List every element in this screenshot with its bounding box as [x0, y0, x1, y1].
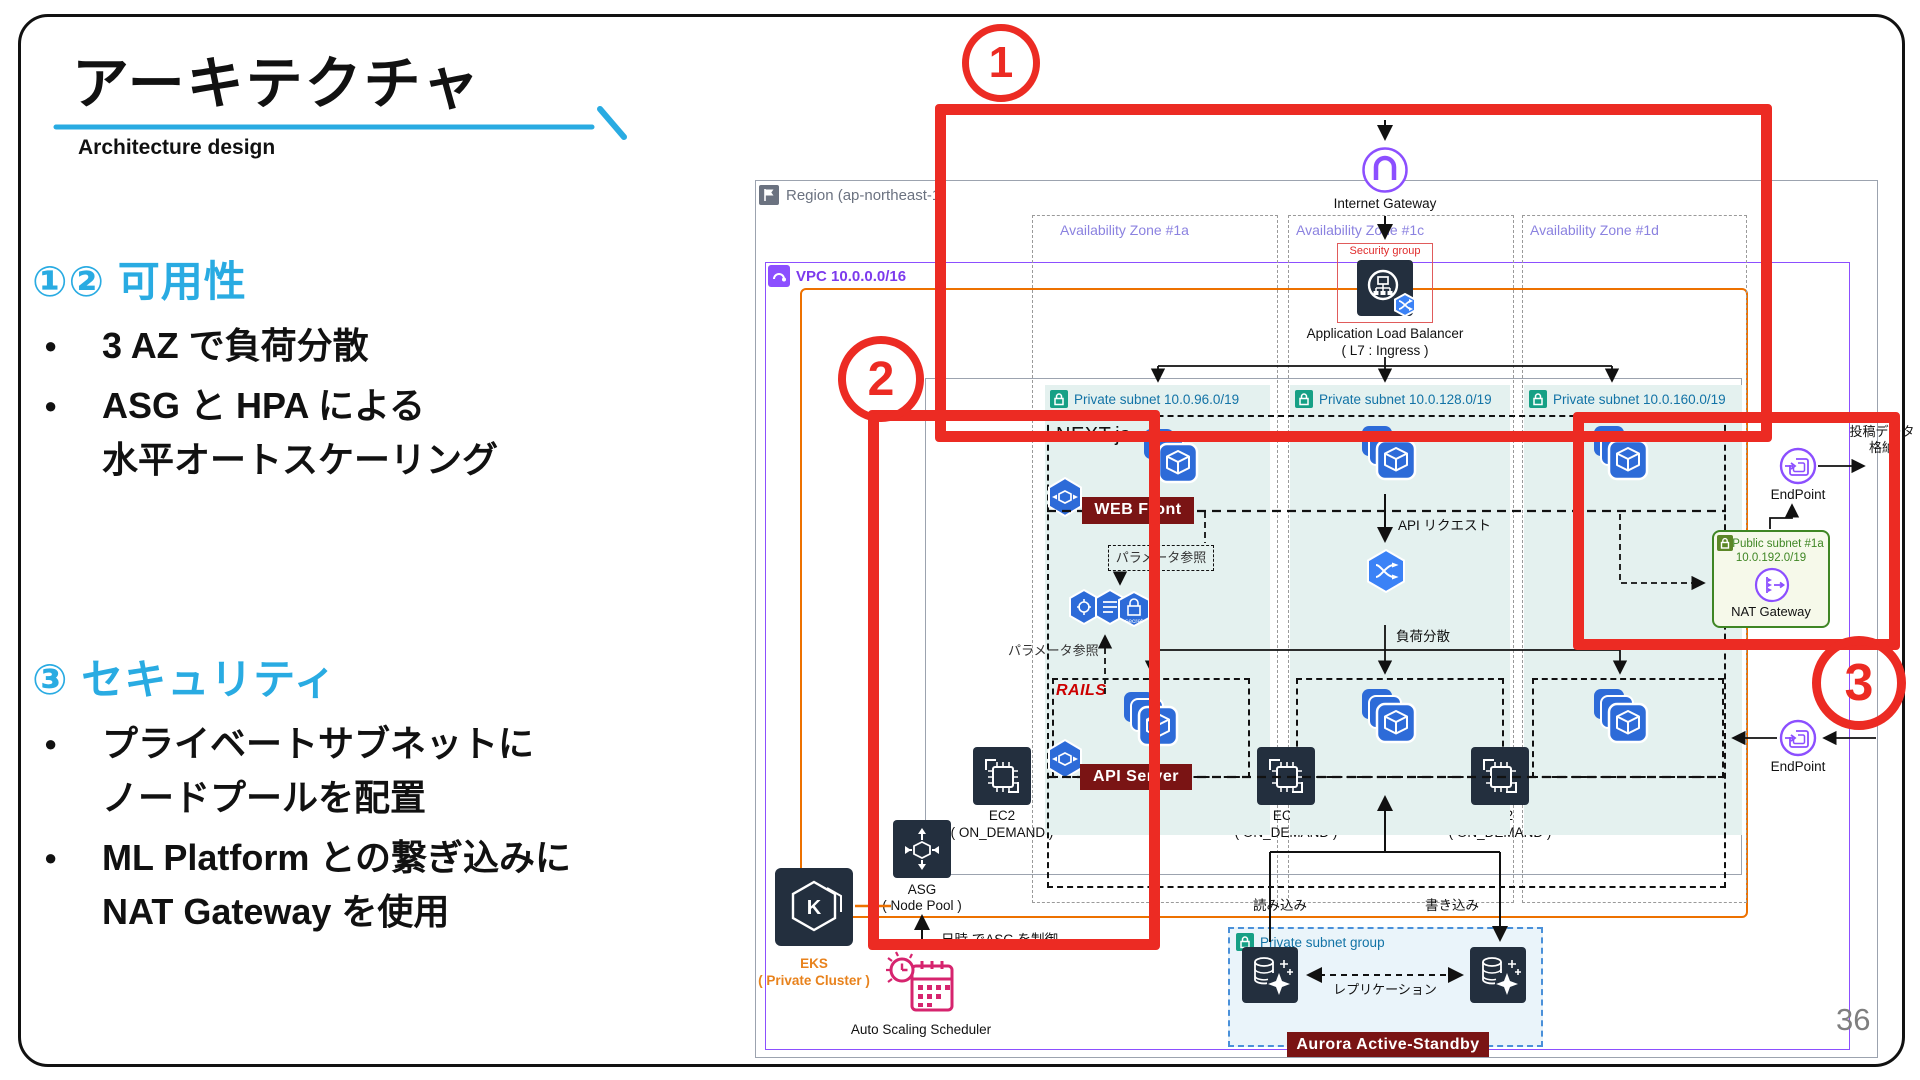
marker-circle-1: 1 — [962, 24, 1040, 102]
section-availability-heading: ①② 可用性 — [32, 258, 247, 305]
vpc-label: VPC 10.0.0.0/16 — [796, 268, 907, 285]
bullet-icon: ● — [44, 845, 58, 870]
asg-label-line1: ASG — [907, 882, 937, 897]
slide-border — [18, 14, 1905, 1067]
highlight-rect-1 — [935, 104, 1772, 442]
lock-icon — [1529, 390, 1547, 408]
public-subnet-label-line2: 10.0.192.0/19 — [1735, 552, 1807, 564]
marker-circle-3: 3 — [1812, 636, 1906, 730]
secret-icon-label: secret — [1125, 618, 1143, 625]
secrets-config-icons: secret — [1069, 588, 1150, 628]
section-security: ③ セキュリティ ● プライベートサブネットに ノードプールを配置 ● ML P… — [32, 646, 772, 945]
private-subnet-3-label: Private subnet 10.0.160.0/19 — [1553, 392, 1726, 407]
security-group-label: Security group — [1349, 245, 1421, 257]
region-label: Region (ap-northeast-1) — [786, 187, 946, 204]
rails-logo: RAILS — [1056, 682, 1107, 699]
bullet-line1: ML Platform との繋ぎ込みに — [102, 837, 571, 878]
bullet-icon: ● — [44, 393, 58, 418]
page-subtitle: Architecture design — [78, 136, 276, 159]
ec2-icon — [1471, 747, 1529, 805]
az-box-1c — [1288, 215, 1514, 903]
list-item: ● プライベートサブネットに ノードプールを配置 — [32, 717, 772, 825]
eks-label-line2: ( Private Cluster ) — [758, 973, 870, 988]
section-availability: ①② 可用性 ● 3 AZ で負荷分散 ● ASG と HPA による 水平オー… — [32, 248, 712, 493]
asg-icon — [893, 820, 951, 878]
endpoint-label: EndPoint — [1770, 759, 1826, 774]
ec2-label-line1: EC2 — [988, 808, 1016, 823]
az-label-1a: Availability Zone #1a — [1060, 222, 1189, 238]
nat-gateway-label: NAT Gateway — [1731, 604, 1811, 619]
internet-gateway-icon — [1362, 147, 1408, 193]
svg-text:K: K — [807, 897, 822, 919]
region-icon — [759, 185, 779, 205]
bullet-text: ASG と HPA による 水平オートスケーリング — [102, 379, 498, 487]
write-label: 書き込み — [1425, 898, 1479, 913]
bullet-line2: ノードプールを配置 — [102, 777, 427, 818]
lock-icon — [1050, 390, 1068, 408]
bullet-text: 3 AZ で負荷分散 — [102, 325, 369, 366]
list-item: ● 3 AZ で負荷分散 — [32, 319, 712, 373]
param-ref-label: パラメータ参照 — [1115, 550, 1207, 565]
private-subnet-1-label: Private subnet 10.0.96.0/19 — [1074, 392, 1240, 407]
aurora-reader-icon — [1242, 947, 1298, 1003]
auto-scaling-scheduler-icon — [886, 951, 954, 1012]
post-data-line2: 格納 — [1868, 440, 1895, 456]
alb-label-line1: Application Load Balancer — [1306, 326, 1464, 341]
endpoint-icon — [1779, 447, 1817, 485]
bullet-text: プライベートサブネットに ノードプールを配置 — [102, 717, 534, 825]
bullet-icon: ● — [44, 333, 58, 358]
ec2-icon — [1257, 747, 1315, 805]
highlight-rect-3 — [1573, 412, 1900, 650]
api-request-label: API リクエスト — [1398, 518, 1492, 533]
section-security-heading: ③ セキュリティ — [32, 656, 337, 703]
endpoint-label: EndPoint — [1770, 487, 1826, 502]
bullet-line1: プライベートサブネットに — [102, 723, 535, 764]
auto-scaling-scheduler-label: Auto Scaling Scheduler — [850, 1022, 992, 1037]
param-ref-box — [1108, 545, 1214, 571]
db-subnet-group-label: Private subnet group — [1260, 935, 1385, 950]
lock-icon — [1295, 390, 1313, 408]
bullet-text: ML Platform との繋ぎ込みに NAT Gateway を使用 — [102, 831, 571, 939]
public-subnet-label-line1: Public subnet #1a — [1732, 538, 1824, 550]
nat-gateway-icon — [1754, 567, 1790, 603]
pod-icon — [1124, 692, 1179, 747]
replication-label: レプリケーション — [1333, 982, 1437, 997]
bullet-line1: ASG と HPA による — [102, 385, 425, 426]
ec2-icon — [973, 747, 1031, 805]
hpa-icon — [1048, 476, 1082, 518]
alb-icon — [1357, 260, 1416, 318]
page-number: 36 — [1836, 1002, 1871, 1037]
internet-gateway-label: Internet Gateway — [1333, 196, 1437, 211]
bullet-line2: 水平オートスケーリング — [102, 439, 499, 480]
eks-icon: K — [775, 868, 853, 946]
param-ref-label: パラメータ参照 — [1008, 643, 1099, 658]
internal-lb-icon — [1367, 548, 1405, 594]
alb-label-line2: ( L7 : Ingress ) — [1341, 343, 1429, 358]
bullet-line2: NAT Gateway を使用 — [102, 891, 450, 932]
list-item: ● ML Platform との繋ぎ込みに NAT Gateway を使用 — [32, 831, 772, 939]
endpoint-icon — [1779, 719, 1817, 757]
read-label: 読み込み — [1253, 898, 1307, 913]
load-balancing-label: 負荷分散 — [1396, 629, 1450, 644]
vpc-icon — [768, 265, 790, 287]
ec2-label-line2: ( ON_DEMAND ) — [950, 825, 1054, 840]
title-underline-swoosh — [53, 106, 627, 140]
aurora-writer-icon — [1470, 947, 1526, 1003]
pod-icon — [1594, 689, 1649, 744]
region-box — [755, 180, 1878, 1058]
az-label-1d: Availability Zone #1d — [1530, 222, 1659, 238]
nodes-dashed-box — [1047, 415, 1726, 888]
aurora-active-standby-badge: Aurora Active-Standby — [1287, 1032, 1489, 1057]
eks-label-line1: EKS — [800, 956, 828, 971]
marker-circle-2: 2 — [838, 336, 924, 422]
page-title: アーキテクチャ — [72, 52, 482, 116]
private-subnet-2-label: Private subnet 10.0.128.0/19 — [1319, 392, 1492, 407]
lock-icon — [1717, 535, 1733, 551]
bullet-icon: ● — [44, 731, 58, 756]
pod-icon — [1362, 689, 1417, 744]
list-item: ● ASG と HPA による 水平オートスケーリング — [32, 379, 712, 487]
highlight-rect-2 — [868, 410, 1160, 950]
asg-label-line2: ( Node Pool ) — [882, 898, 962, 913]
security-group-box — [1337, 243, 1433, 323]
